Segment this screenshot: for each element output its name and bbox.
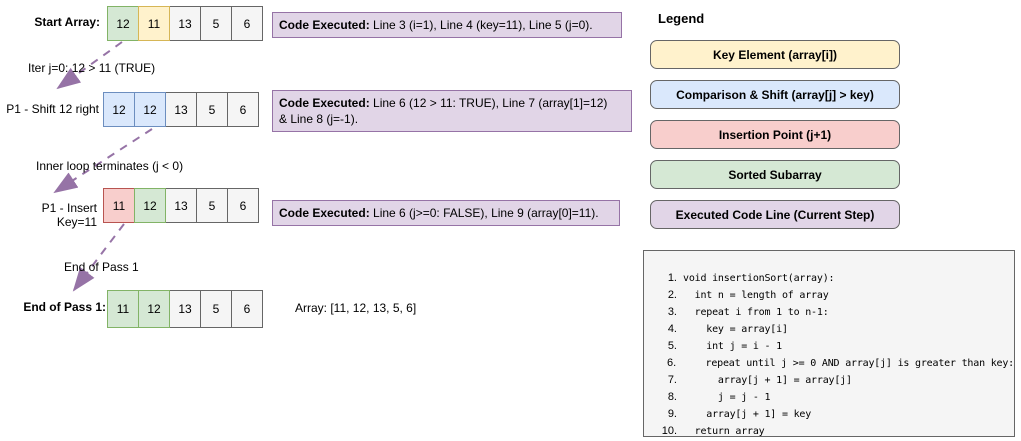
code-executed-prefix: Code Executed: <box>279 18 370 32</box>
code-executed-prefix: Code Executed: <box>279 96 370 110</box>
line-number: 3. <box>667 306 677 318</box>
line-code: void insertionSort(array): <box>683 273 835 284</box>
line-code: int j = i - 1 <box>683 341 782 352</box>
array-cell: 6 <box>231 6 263 41</box>
line-code: repeat i from 1 to n-1: <box>683 307 829 318</box>
legend-item-insertion: Insertion Point (j+1) <box>650 120 900 149</box>
code-executed-box-2: Code Executed: Line 6 (12 > 11: TRUE), L… <box>272 90 632 132</box>
code-executed-text: Line 6 (12 > 11: TRUE), Line 7 (array[1]… <box>279 96 608 126</box>
line-number: 7. <box>667 374 677 386</box>
array-cell: 11 <box>138 6 170 41</box>
dashed-arrow-step3 <box>72 223 125 292</box>
step-label-start-array: Start Array: <box>34 15 100 29</box>
code-executed-box-1: Code Executed: Line 3 (i=1), Line 4 (key… <box>272 12 622 38</box>
pseudocode-line: 1. void insertionSort(array): <box>649 270 1014 287</box>
line-code: array[j + 1] = array[j] <box>683 375 852 386</box>
line-code: return array <box>683 426 765 437</box>
step-label-shift: P1 - Shift 12 right <box>6 102 99 116</box>
pseudocode-line: 6. repeat until j >= 0 AND array[j] is g… <box>649 355 1014 372</box>
pseudocode-line: 10. return array <box>649 423 1014 437</box>
line-number: 4. <box>667 323 677 335</box>
array-cell: 12 <box>138 290 170 328</box>
array-row-insert: 11 12 13 5 6 <box>103 188 259 223</box>
line-number: 2. <box>667 289 677 301</box>
pseudocode-line: 8. j = j - 1 <box>649 389 1014 406</box>
pseudocode-line: 2. int n = length of array <box>649 287 1014 304</box>
array-cell: 11 <box>103 188 135 223</box>
array-cell: 6 <box>227 188 259 223</box>
line-number: 9. <box>667 408 677 420</box>
step-label-end-of-pass: End of Pass 1: <box>23 300 106 314</box>
line-code: array[j + 1] = key <box>683 409 812 420</box>
pseudocode-line: 4. key = array[i] <box>649 321 1014 338</box>
array-row-end: 11 12 13 5 6 <box>107 290 263 328</box>
line-code: key = array[i] <box>683 324 788 335</box>
pseudocode-line: 9. array[j + 1] = key <box>649 406 1014 423</box>
legend-item-sorted: Sorted Subarray <box>650 160 900 189</box>
line-code: j = j - 1 <box>683 392 771 403</box>
step-label-insert: P1 - Insert Key=11 <box>41 201 97 229</box>
pseudocode-line: 3. repeat i from 1 to n-1: <box>649 304 1014 321</box>
array-cell: 12 <box>107 6 139 41</box>
line-number: 1. <box>667 272 677 284</box>
array-row-shift: 12 12 13 5 6 <box>103 92 259 127</box>
line-number: 10. <box>661 425 677 437</box>
array-cell: 5 <box>196 92 228 127</box>
line-number: 6. <box>667 357 677 369</box>
legend-item-key-element: Key Element (array[i]) <box>650 40 900 69</box>
code-executed-prefix: Code Executed: <box>279 206 370 220</box>
arrow-label-iteration: Iter j=0: 12 > 11 (TRUE) <box>28 61 156 75</box>
code-executed-box-3: Code Executed: Line 6 (j>=0: FALSE), Lin… <box>272 200 620 226</box>
array-cell: 12 <box>134 92 166 127</box>
line-number: 5. <box>667 340 677 352</box>
array-cell: 12 <box>103 92 135 127</box>
code-executed-text: Line 3 (i=1), Line 4 (key=11), Line 5 (j… <box>369 18 593 32</box>
code-executed-text: Line 6 (j>=0: FALSE), Line 9 (array[0]=1… <box>369 206 599 220</box>
array-row-start: 12 11 13 5 6 <box>107 6 263 41</box>
array-cell: 13 <box>169 290 201 328</box>
array-cell: 5 <box>196 188 228 223</box>
legend-item-comparison: Comparison & Shift (array[j] > key) <box>650 80 900 109</box>
array-cell: 13 <box>165 188 197 223</box>
legend-title: Legend <box>658 11 705 26</box>
array-cell: 13 <box>169 6 201 41</box>
arrow-label-inner-loop: Inner loop terminates (j < 0) <box>36 159 184 173</box>
arrow-label-end-pass: End of Pass 1 <box>64 260 139 274</box>
array-cell: 13 <box>165 92 197 127</box>
array-cell: 5 <box>200 290 232 328</box>
legend-item-executed-line: Executed Code Line (Current Step) <box>650 200 900 229</box>
pseudocode-line: 7. array[j + 1] = array[j] <box>649 372 1014 389</box>
array-cell: 6 <box>227 92 259 127</box>
pseudocode-panel: 1. void insertionSort(array): 2. int n = … <box>643 250 1015 437</box>
array-cell: 11 <box>107 290 139 328</box>
line-code: repeat until j >= 0 AND array[j] is grea… <box>682 358 1015 369</box>
line-number: 8. <box>667 391 677 403</box>
final-array-text: Array: [11, 12, 13, 5, 6] <box>295 301 417 315</box>
pseudocode-line: 5. int j = i - 1 <box>649 338 1014 355</box>
array-cell: 12 <box>134 188 166 223</box>
line-code: int n = length of array <box>683 290 829 301</box>
array-cell: 6 <box>231 290 263 328</box>
array-cell: 5 <box>200 6 232 41</box>
